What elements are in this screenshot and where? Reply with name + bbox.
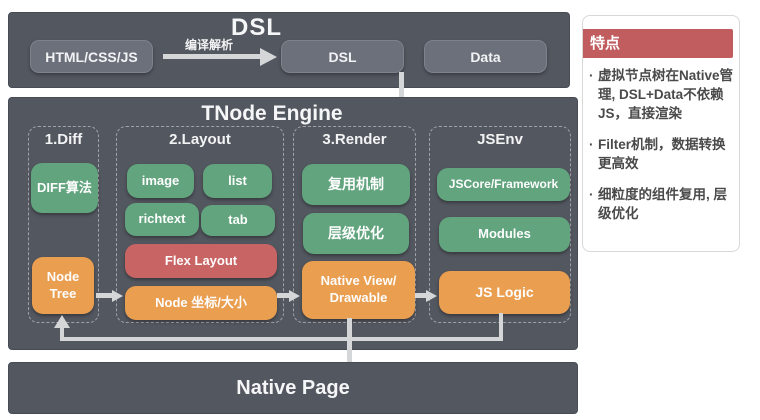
modules-box: Modules [439, 217, 570, 252]
feedback-line-vertical [60, 327, 64, 339]
arrow-right-head-icon [260, 48, 277, 66]
html-css-js-box: HTML/CSS/JS [30, 40, 153, 73]
dsl-section-panel: DSL HTML/CSS/JS 编译解析 DSL Data [8, 12, 570, 88]
compile-parse-label: 编译解析 [184, 38, 233, 52]
features-list: 虚拟节点树在Native管理, DSL+Data不依赖JS，直接渲染 Filte… [588, 66, 735, 235]
jscore-framework-box: JSCore/Framework [437, 168, 570, 201]
tnode-engine-panel: TNode Engine 1.Diff DIFF算法 Node Tree 2.L… [8, 97, 578, 350]
richtext-component-box: richtext [125, 203, 199, 236]
render-column-title: 3.Render [322, 131, 387, 148]
node-coords-size-box: Node 坐标/大小 [125, 286, 277, 320]
flex-layout-box: Flex Layout [125, 244, 277, 278]
arrow-down-icon [347, 318, 352, 365]
arrow-down-icon [399, 72, 404, 113]
image-component-box: image [127, 164, 194, 198]
diff-algorithm-box: DIFF算法 [31, 163, 98, 213]
jsenv-column-title: JSEnv [477, 131, 523, 148]
data-box: Data [424, 40, 547, 73]
hierarchy-optimization-box: 层级优化 [303, 213, 409, 254]
feedback-line-horizontal [60, 337, 503, 341]
arrow-right-icon [163, 54, 261, 59]
js-logic-box: JS Logic [439, 271, 570, 314]
diff-column: 1.Diff DIFF算法 Node Tree [28, 126, 99, 323]
native-page-panel: Native Page [8, 362, 578, 414]
arrow-up-head-icon [54, 315, 70, 328]
tnode-engine-title: TNode Engine [201, 102, 343, 125]
tab-component-box: tab [201, 205, 275, 236]
arrow-right-head-icon [426, 290, 437, 302]
jsenv-column: JSEnv JSCore/Framework Modules JS Logic [429, 126, 571, 323]
feedback-line-vertical [499, 313, 503, 341]
layout-column: 2.Layout image list richtext tab Flex La… [116, 126, 284, 323]
node-tree-box: Node Tree [32, 257, 94, 314]
list-item: Filter机制，数据转换更高效 [588, 135, 735, 173]
features-sidebar: 特点 虚拟节点树在Native管理, DSL+Data不依赖JS，直接渲染 Fi… [582, 15, 740, 252]
diff-column-title: 1.Diff [44, 131, 83, 148]
arrow-right-head-icon [289, 290, 300, 302]
render-column: 3.Render 复用机制 层级优化 Native View/ Drawable [293, 126, 416, 323]
native-view-drawable-box: Native View/ Drawable [302, 261, 415, 319]
reuse-mechanism-box: 复用机制 [302, 164, 410, 205]
features-header: 特点 [583, 29, 733, 58]
layout-column-title: 2.Layout [169, 131, 231, 148]
list-component-box: list [203, 164, 272, 198]
dsl-section-title: DSL [231, 14, 282, 41]
dsl-box: DSL [281, 40, 404, 73]
arrow-right-head-icon [112, 290, 123, 302]
native-page-title: Native Page [236, 377, 350, 399]
arrow-right-icon [415, 293, 427, 298]
list-item: 虚拟节点树在Native管理, DSL+Data不依赖JS，直接渲染 [588, 66, 735, 123]
arrow-right-icon [96, 293, 113, 298]
list-item: 细粒度的组件复用, 层级优化 [588, 185, 735, 223]
arrow-right-icon [277, 293, 290, 298]
